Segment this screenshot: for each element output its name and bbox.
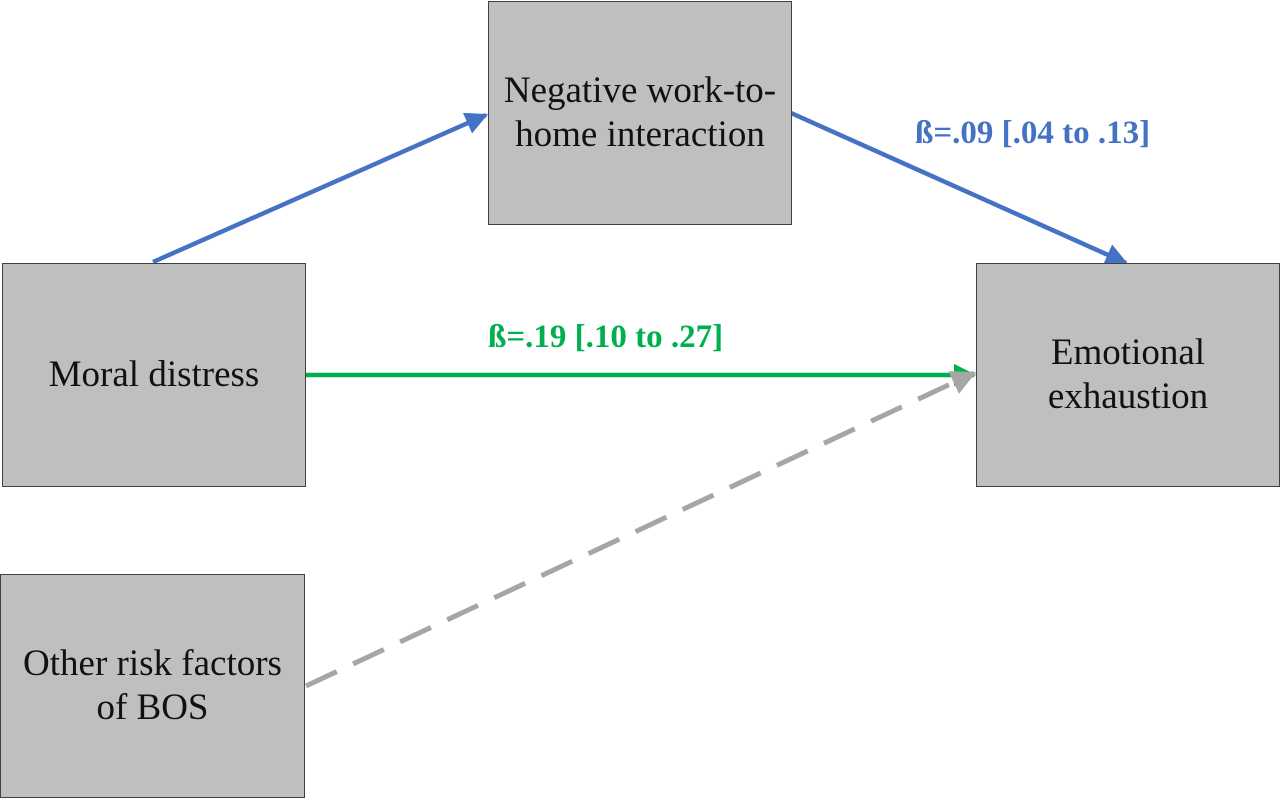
node-moral-distress: Moral distress [2,263,306,487]
direct-effect-label: ß=.19 [.10 to .27] [488,319,724,355]
node-label: Negative work-to- home interaction [503,70,777,155]
arrow-predictor-to-mediator [152,112,489,265]
indirect-effect-label: ß=.09 [.04 to .13] [915,115,1151,151]
arrow-mediator-to-outcome [790,110,1129,266]
node-other-risk-factors: Other risk factors of BOS [0,574,305,798]
node-emotional-exhaustion: Emotional exhaustion [976,263,1280,487]
node-label: Moral distress [48,354,260,395]
arrow-other-to-outcome [304,370,977,689]
node-negative-work-to-home-interaction: Negative work-to- home interaction [488,1,792,225]
node-label: Emotional exhaustion [1047,332,1209,417]
node-label: Other risk factors of BOS [23,643,282,728]
